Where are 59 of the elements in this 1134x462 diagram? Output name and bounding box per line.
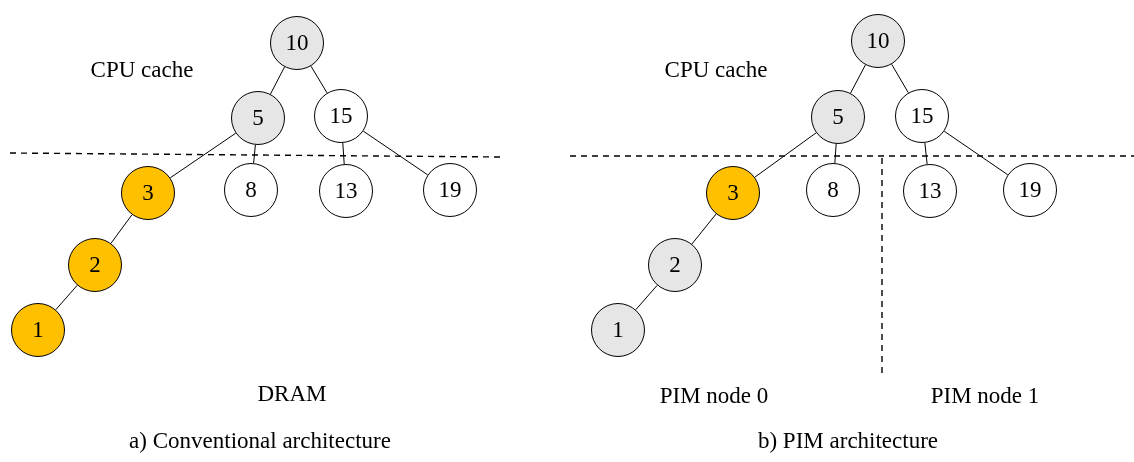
node-value: 8 xyxy=(827,177,839,203)
node-value: 13 xyxy=(918,178,942,204)
tree-node-circle xyxy=(231,91,285,145)
region-label: PIM node 1 xyxy=(930,383,1040,409)
tree-edge xyxy=(943,130,1009,176)
tree-edge xyxy=(362,130,429,176)
node-value: 19 xyxy=(1018,177,1042,203)
tree-node-circle xyxy=(706,166,760,220)
tree-edge xyxy=(834,143,837,164)
region-label: PIM node 0 xyxy=(659,383,769,409)
node-value: 15 xyxy=(910,103,934,129)
tree-node-circle xyxy=(11,303,65,357)
node-value: 10 xyxy=(866,28,890,54)
tree-node-circle xyxy=(806,163,860,217)
node-value: 10 xyxy=(285,30,309,56)
tree-node-circle xyxy=(423,163,477,217)
node-value: 2 xyxy=(669,252,681,278)
tree-node-circle xyxy=(270,16,324,70)
tree-node-circle xyxy=(121,166,175,220)
node-value: 1 xyxy=(612,317,624,343)
tree-edge xyxy=(924,142,928,165)
tree-edge xyxy=(691,213,717,245)
tree-edge xyxy=(110,214,133,244)
tree-edge xyxy=(342,142,345,165)
tree-edge xyxy=(253,144,256,164)
tree-edge xyxy=(850,64,866,94)
node-value: 3 xyxy=(727,180,739,206)
node-value: 2 xyxy=(89,252,101,278)
tree-node-circle xyxy=(1003,163,1057,217)
tree-node-circle xyxy=(811,90,865,144)
figure-caption: b) PIM architecture xyxy=(757,428,939,454)
tree-node-circle xyxy=(314,89,368,143)
node-value: 5 xyxy=(832,104,844,130)
region-label: DRAM xyxy=(257,381,327,407)
tree-edge xyxy=(310,65,328,94)
tree-node-circle xyxy=(903,164,957,218)
tree-node-circle xyxy=(224,163,278,217)
tree-node-circle xyxy=(895,89,949,143)
tree-node-circle xyxy=(591,303,645,357)
tree-edge xyxy=(754,132,817,178)
node-value: 13 xyxy=(334,178,358,204)
figure-caption: a) Conventional architecture xyxy=(129,428,391,454)
tree-edge xyxy=(269,66,286,95)
tree-node-circle xyxy=(648,238,702,292)
tree-node-circle xyxy=(851,14,905,68)
tree-edge xyxy=(55,284,78,311)
node-value: 1 xyxy=(32,317,44,343)
node-value: 19 xyxy=(438,177,462,203)
region-label: CPU cache xyxy=(664,57,768,83)
tree-edge xyxy=(169,132,237,179)
node-value: 5 xyxy=(252,105,264,131)
tree-node-circle xyxy=(319,164,373,218)
tree-edge xyxy=(635,284,658,311)
tree-node-circle xyxy=(68,238,122,292)
node-value: 15 xyxy=(329,103,353,129)
node-value: 3 xyxy=(142,180,154,206)
region-label: CPU cache xyxy=(90,57,194,83)
tree-edge xyxy=(891,63,909,94)
node-value: 8 xyxy=(245,177,257,203)
